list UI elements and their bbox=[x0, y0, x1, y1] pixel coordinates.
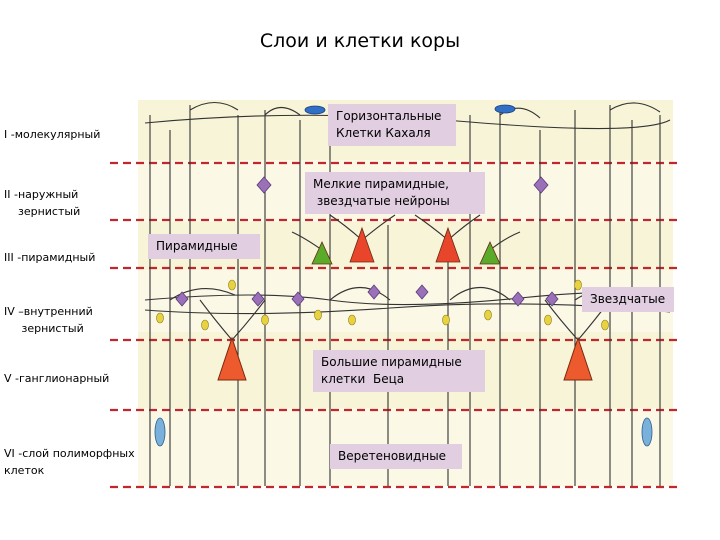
granule-cell bbox=[314, 309, 322, 321]
stellate-cell bbox=[533, 176, 549, 194]
layer-label-6: VI -слой полиморфных клеток bbox=[4, 447, 135, 477]
fusiform-cells bbox=[154, 417, 653, 447]
betz-cells bbox=[217, 336, 593, 381]
pyramidal-cell-green bbox=[311, 241, 333, 265]
granule-cell bbox=[574, 279, 582, 291]
stellate-cell bbox=[545, 291, 559, 307]
layer-label-5: V -ганглионарный bbox=[4, 372, 110, 385]
betz-cell bbox=[563, 336, 593, 381]
callout-pyramidal: Пирамидные bbox=[148, 234, 260, 259]
betz-cell bbox=[217, 336, 247, 381]
stellate-cell bbox=[511, 291, 525, 307]
granule-cell bbox=[601, 319, 609, 331]
granule-cell bbox=[348, 314, 356, 326]
horizontal-cells bbox=[304, 104, 516, 115]
callout-horizontal-cells: Горизонтальные Клетки Кахаля bbox=[328, 104, 456, 146]
stellate-cell bbox=[256, 176, 272, 194]
granule-cell bbox=[261, 314, 269, 326]
layer-label-2: II -наружный зернистый bbox=[4, 188, 81, 218]
layer-bands bbox=[138, 100, 673, 486]
stellate-cell bbox=[175, 291, 189, 307]
granule-cell bbox=[484, 309, 492, 321]
pyramidal-cell-red bbox=[435, 226, 461, 263]
horizontal-cell bbox=[494, 104, 516, 114]
granule-cell bbox=[228, 279, 236, 291]
callout-stellate: Звездчатые bbox=[582, 287, 674, 312]
layer-label-3: III -пирамидный bbox=[4, 251, 96, 264]
stellate-cell bbox=[251, 291, 265, 307]
page-title: Слои и клетки коры bbox=[259, 30, 461, 52]
callout-small-pyramidal: Мелкие пирамидные, звездчатые нейроны bbox=[305, 172, 485, 214]
layer-dividers bbox=[110, 161, 680, 489]
pyramidal-cells bbox=[311, 226, 501, 265]
callout-betz: Большие пирамидные клетки Беца bbox=[313, 350, 485, 392]
granule-cell bbox=[544, 314, 552, 326]
layer-label-4: IV –внутренний зернистый bbox=[4, 305, 93, 335]
granule-cell bbox=[442, 314, 450, 326]
granule-cells bbox=[156, 279, 609, 331]
stellate-cell bbox=[291, 291, 305, 307]
granule-cell bbox=[201, 319, 209, 331]
fusiform-cell bbox=[641, 417, 653, 447]
stellate-cell bbox=[415, 284, 429, 300]
layer-label-1: I -молекулярный bbox=[4, 128, 101, 141]
pyramidal-cell-green bbox=[479, 241, 501, 265]
granule-cell bbox=[156, 312, 164, 324]
fusiform-cell bbox=[154, 417, 166, 447]
pyramidal-cell-red bbox=[349, 226, 375, 263]
stellate-cell bbox=[367, 284, 381, 300]
horizontal-cell bbox=[304, 105, 326, 115]
callout-fusiform: Веретеновидные bbox=[330, 444, 462, 469]
